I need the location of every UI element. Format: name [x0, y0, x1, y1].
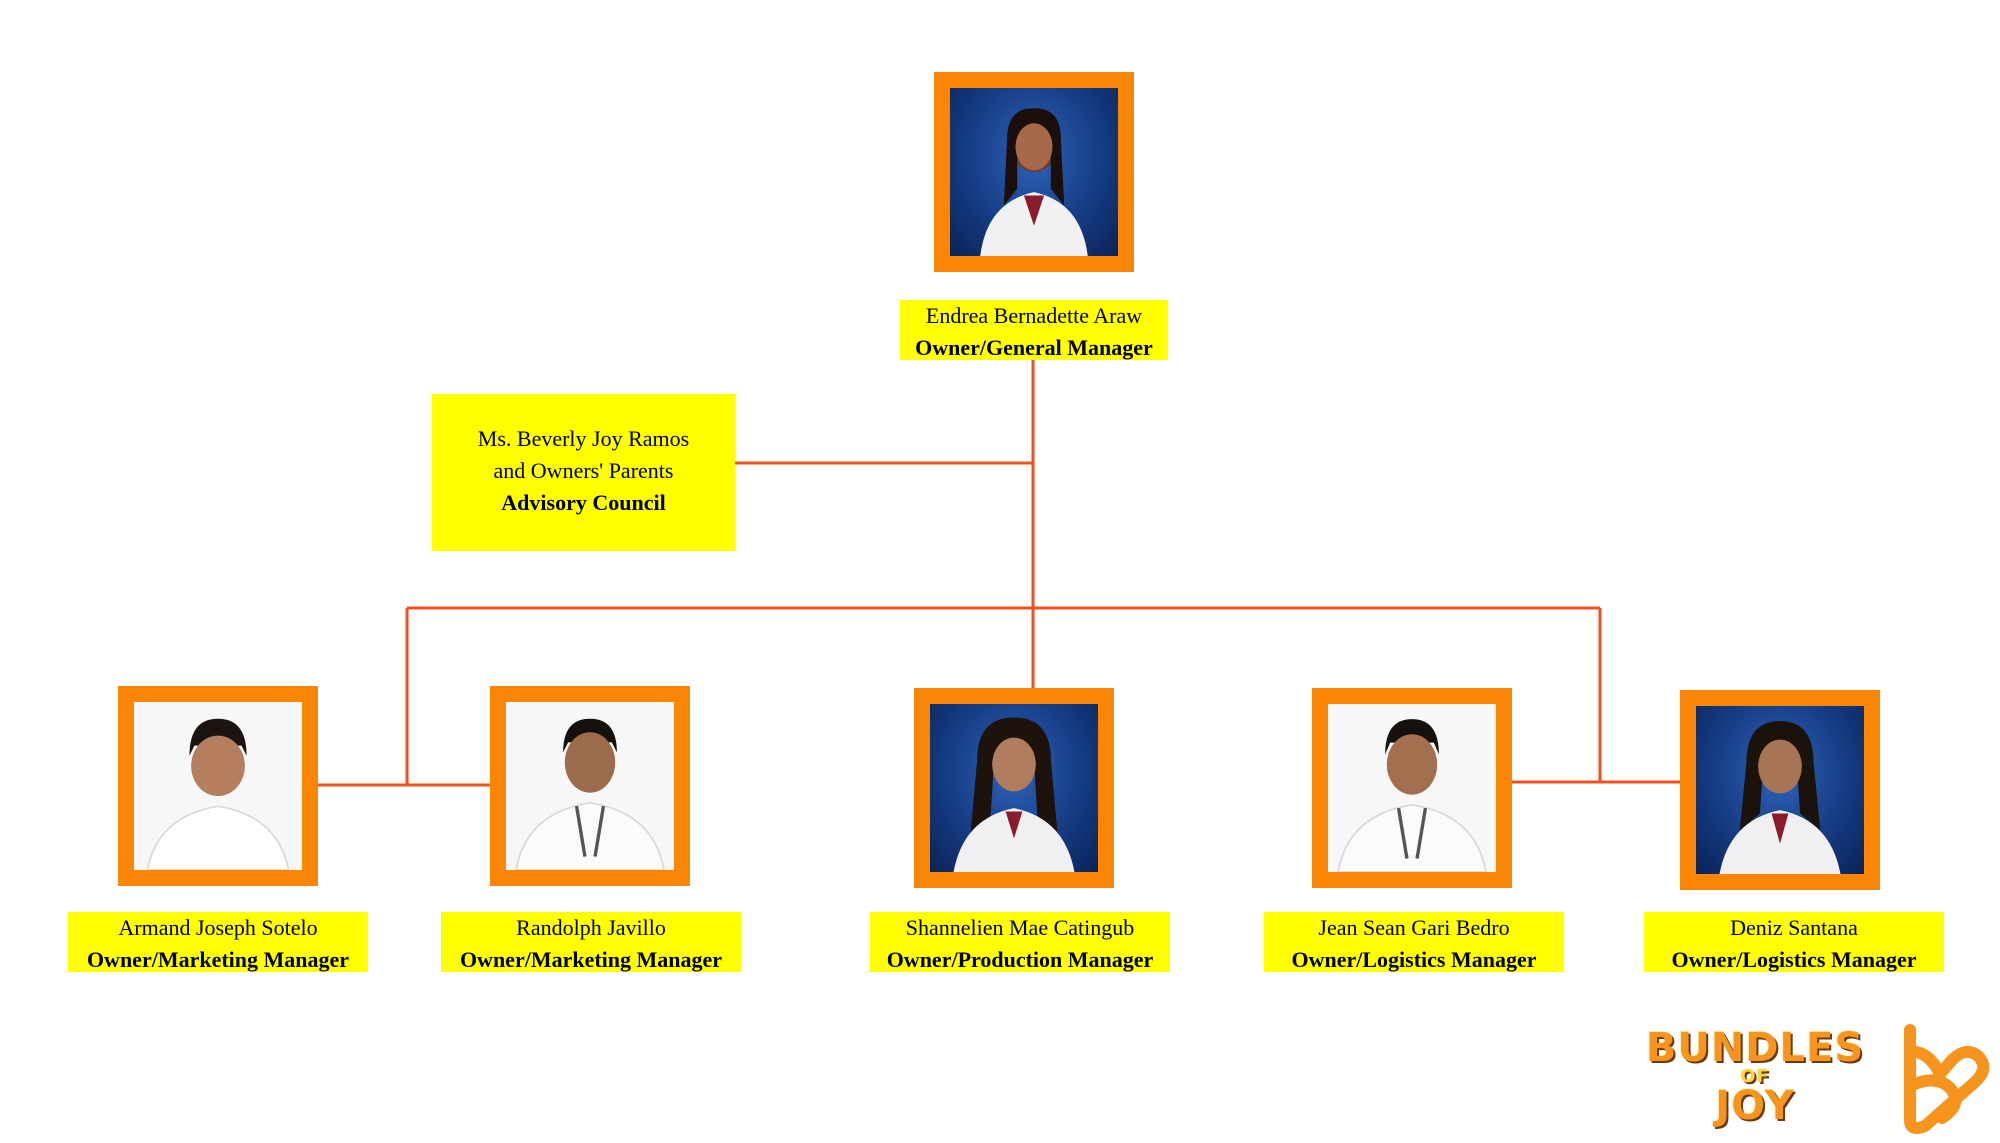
- person-silhouette: [1719, 721, 1841, 874]
- advisory-council-box: Ms. Beverly Joy Ramos and Owners' Parent…: [432, 394, 735, 551]
- person-silhouette: [146, 718, 290, 870]
- person-silhouette: [1337, 719, 1487, 872]
- photo-frame-member-4: [1312, 688, 1512, 888]
- person-silhouette: [953, 717, 1075, 872]
- label-member-1: Armand Joseph Sotelo Owner/Marketing Man…: [68, 912, 368, 972]
- general-manager-role: Owner/General Manager: [915, 335, 1153, 360]
- label-member-3: Shannelien Mae Catingub Owner/Production…: [870, 912, 1170, 972]
- member-3-role: Owner/Production Manager: [886, 947, 1154, 972]
- member-3-name: Shannelien Mae Catingub: [905, 915, 1135, 940]
- member-5-name: Deniz Santana: [1730, 915, 1858, 940]
- logo-word-joy: JOY: [1715, 1083, 1795, 1129]
- advisory-title: Advisory Council: [501, 490, 666, 515]
- member-5-role: Owner/Logistics Manager: [1671, 947, 1917, 972]
- person-silhouette: [515, 718, 665, 870]
- member-4-name: Jean Sean Gari Bedro: [1318, 915, 1510, 940]
- label-member-2: Randolph Javillo Owner/Marketing Manager: [441, 912, 741, 972]
- member-2-name: Randolph Javillo: [516, 915, 666, 940]
- member-4-role: Owner/Logistics Manager: [1291, 947, 1537, 972]
- portrait-general-manager: [950, 88, 1118, 256]
- portrait-member-5: [1696, 706, 1864, 874]
- label-member-4: Jean Sean Gari Bedro Owner/Logistics Man…: [1264, 912, 1564, 972]
- member-2-role: Owner/Marketing Manager: [459, 947, 723, 972]
- bundles-of-joy-logo: BUNDLES OF JOY: [1640, 1020, 2000, 1143]
- photo-frame-member-3: [914, 688, 1114, 888]
- person-silhouette: [980, 108, 1088, 256]
- portrait-member-3: [930, 704, 1098, 872]
- portrait-member-4: [1328, 704, 1496, 872]
- photo-frame-member-1: [118, 686, 318, 886]
- member-1-role: Owner/Marketing Manager: [86, 947, 350, 972]
- logo-wordmark: BUNDLES OF JOY: [1640, 1028, 1870, 1126]
- portrait-member-1: [134, 702, 302, 870]
- label-member-5: Deniz Santana Owner/Logistics Manager: [1644, 912, 1944, 972]
- member-1-name: Armand Joseph Sotelo: [118, 915, 318, 940]
- logo-word-bundles: BUNDLES: [1645, 1025, 1865, 1071]
- general-manager-name: Endrea Bernadette Araw: [925, 303, 1143, 328]
- label-general-manager: Endrea Bernadette Araw Owner/General Man…: [900, 300, 1168, 360]
- logo-word-of: OF: [1740, 1066, 1770, 1087]
- photo-frame-member-5: [1680, 690, 1880, 890]
- advisory-line-1: Ms. Beverly Joy Ramos: [477, 426, 690, 451]
- portrait-member-2: [506, 702, 674, 870]
- heart-b-icon: [1904, 1024, 1990, 1134]
- advisory-line-2: and Owners' Parents: [493, 458, 674, 483]
- photo-frame-general-manager: [934, 72, 1134, 272]
- photo-frame-member-2: [490, 686, 690, 886]
